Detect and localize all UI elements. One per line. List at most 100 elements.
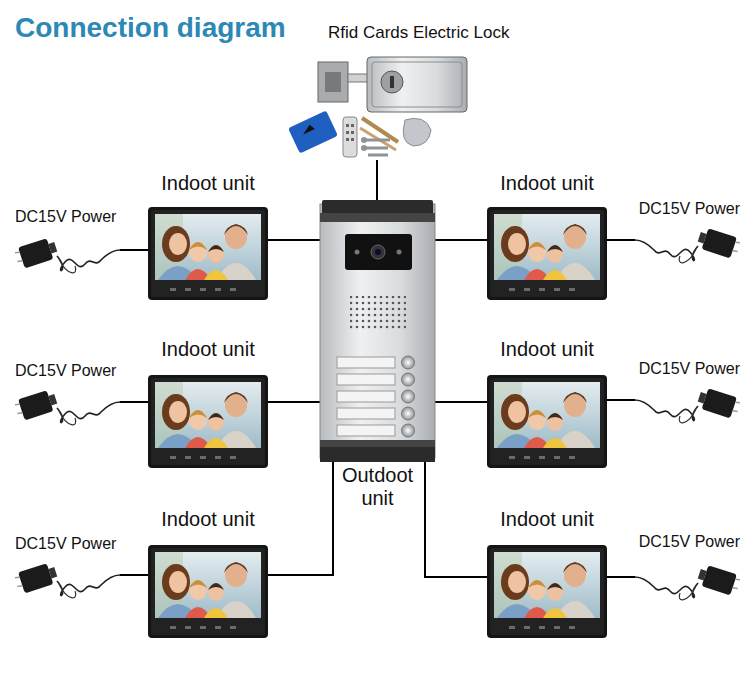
lock-kit [366, 140, 390, 155]
lock-kit [367, 57, 467, 112]
caption-block: DC15V Power [639, 533, 740, 551]
indoor-monitor-label: Indoot unit [500, 338, 593, 361]
wire [607, 399, 635, 401]
power-adapter [635, 563, 742, 599]
outdoor-panel [337, 408, 395, 419]
wire [268, 401, 320, 403]
power-adapter [13, 236, 120, 272]
outdoor-panel [397, 250, 402, 255]
lock-kit-label: Rfid Cards Electric Lock [328, 23, 509, 43]
power-adapter [635, 386, 742, 422]
lock-kit [343, 117, 357, 157]
caption-block: DC15V Power [639, 200, 740, 218]
outdoor-panel [402, 390, 415, 403]
lock-kit [346, 131, 349, 134]
power-label: DC15V Power [15, 208, 116, 226]
indoor-monitor [148, 545, 268, 638]
power-adapter: DC15V Power [635, 382, 740, 427]
lock-kit [346, 124, 354, 141]
lock-kit [288, 110, 338, 153]
power-adapter [635, 226, 742, 262]
wire [435, 239, 487, 241]
wire [120, 574, 148, 576]
lock-kit [390, 76, 394, 88]
power-adapter [635, 226, 742, 262]
outdoor-panel [320, 204, 435, 458]
lock-kit [351, 131, 354, 134]
indoor-monitor: Indoot unit [487, 207, 607, 300]
indoor-monitor-label: Indoot unit [500, 172, 593, 195]
outdoor-panel [402, 356, 415, 437]
outdoor-panel [350, 296, 406, 330]
power-adapter: DC15V Power [635, 559, 740, 604]
power-adapter: DC15V Power [15, 232, 120, 277]
lock-kit [351, 124, 354, 127]
outdoor-panel [402, 356, 415, 369]
indoor-monitor-label: Indoot unit [500, 508, 593, 531]
power-label: DC15V Power [15, 535, 116, 553]
power-label: DC15V Power [639, 360, 740, 378]
indoor-monitor [148, 207, 268, 300]
wire [268, 239, 320, 241]
outdoor-unit-label: Outdoot unit [333, 464, 423, 510]
outdoor-panel [320, 213, 435, 222]
lock-kit [361, 137, 367, 143]
caption-block: Indoot unit [161, 338, 254, 361]
caption-block: Rfid Cards Electric Lock [328, 23, 509, 43]
indoor-monitor [148, 375, 268, 468]
caption-block: Indoot unit [500, 172, 593, 195]
indoor-monitor [487, 375, 607, 468]
lock-kit [361, 145, 367, 151]
caption-block: Indoot unit [161, 508, 254, 531]
lock-kit [325, 72, 341, 92]
lock-kit [346, 138, 349, 141]
indoor-monitor: Indoot unit [148, 207, 268, 300]
outdoor-panel [402, 407, 415, 420]
caption-block: DC15V Power [15, 535, 116, 553]
power-label: DC15V Power [639, 533, 740, 551]
caption-block: Indoot unit [500, 338, 593, 361]
outdoor-panel [322, 200, 433, 222]
lock-kit [403, 118, 431, 146]
lock-kit: Rfid Cards Electric Lock [290, 55, 470, 160]
outdoor-panel [402, 424, 415, 437]
power-adapter: DC15V Power [635, 222, 740, 267]
wire [120, 249, 148, 251]
outdoor-panel [345, 234, 412, 270]
power-adapter [13, 226, 741, 599]
lock-kit [372, 62, 462, 107]
indoor-monitor [148, 207, 607, 638]
outdoor-panel [320, 200, 435, 462]
indoor-monitor: Indoot unit [487, 375, 607, 468]
caption-block: DC15V Power [639, 360, 740, 378]
indoor-monitor: Indoot unit [148, 375, 268, 468]
power-adapter [13, 561, 120, 597]
caption-block: Indoot unit [161, 172, 254, 195]
power-adapter: DC15V Power [15, 557, 120, 602]
wire [268, 462, 333, 575]
lock-kit [346, 124, 349, 127]
outdoor-panel [337, 425, 395, 436]
wire [376, 160, 378, 200]
wire [425, 462, 487, 577]
outdoor-panel [337, 391, 395, 402]
indoor-monitor [487, 207, 607, 300]
outdoor-panel [375, 249, 381, 255]
outdoor-panel [402, 373, 415, 386]
wire [120, 401, 148, 403]
indoor-monitor-label: Indoot unit [161, 508, 254, 531]
outdoor-panel [320, 440, 435, 462]
indoor-monitor-label: Indoot unit [161, 172, 254, 195]
indoor-monitor [487, 545, 607, 638]
power-label: DC15V Power [639, 200, 740, 218]
power-label: DC15V Power [15, 362, 116, 380]
caption-block: DC15V Power [15, 362, 116, 380]
outdoor-unit: Outdoot unit [320, 200, 435, 462]
wire [607, 239, 635, 241]
outdoor-panel [337, 357, 395, 368]
indoor-monitor: Indoot unit [148, 545, 268, 638]
